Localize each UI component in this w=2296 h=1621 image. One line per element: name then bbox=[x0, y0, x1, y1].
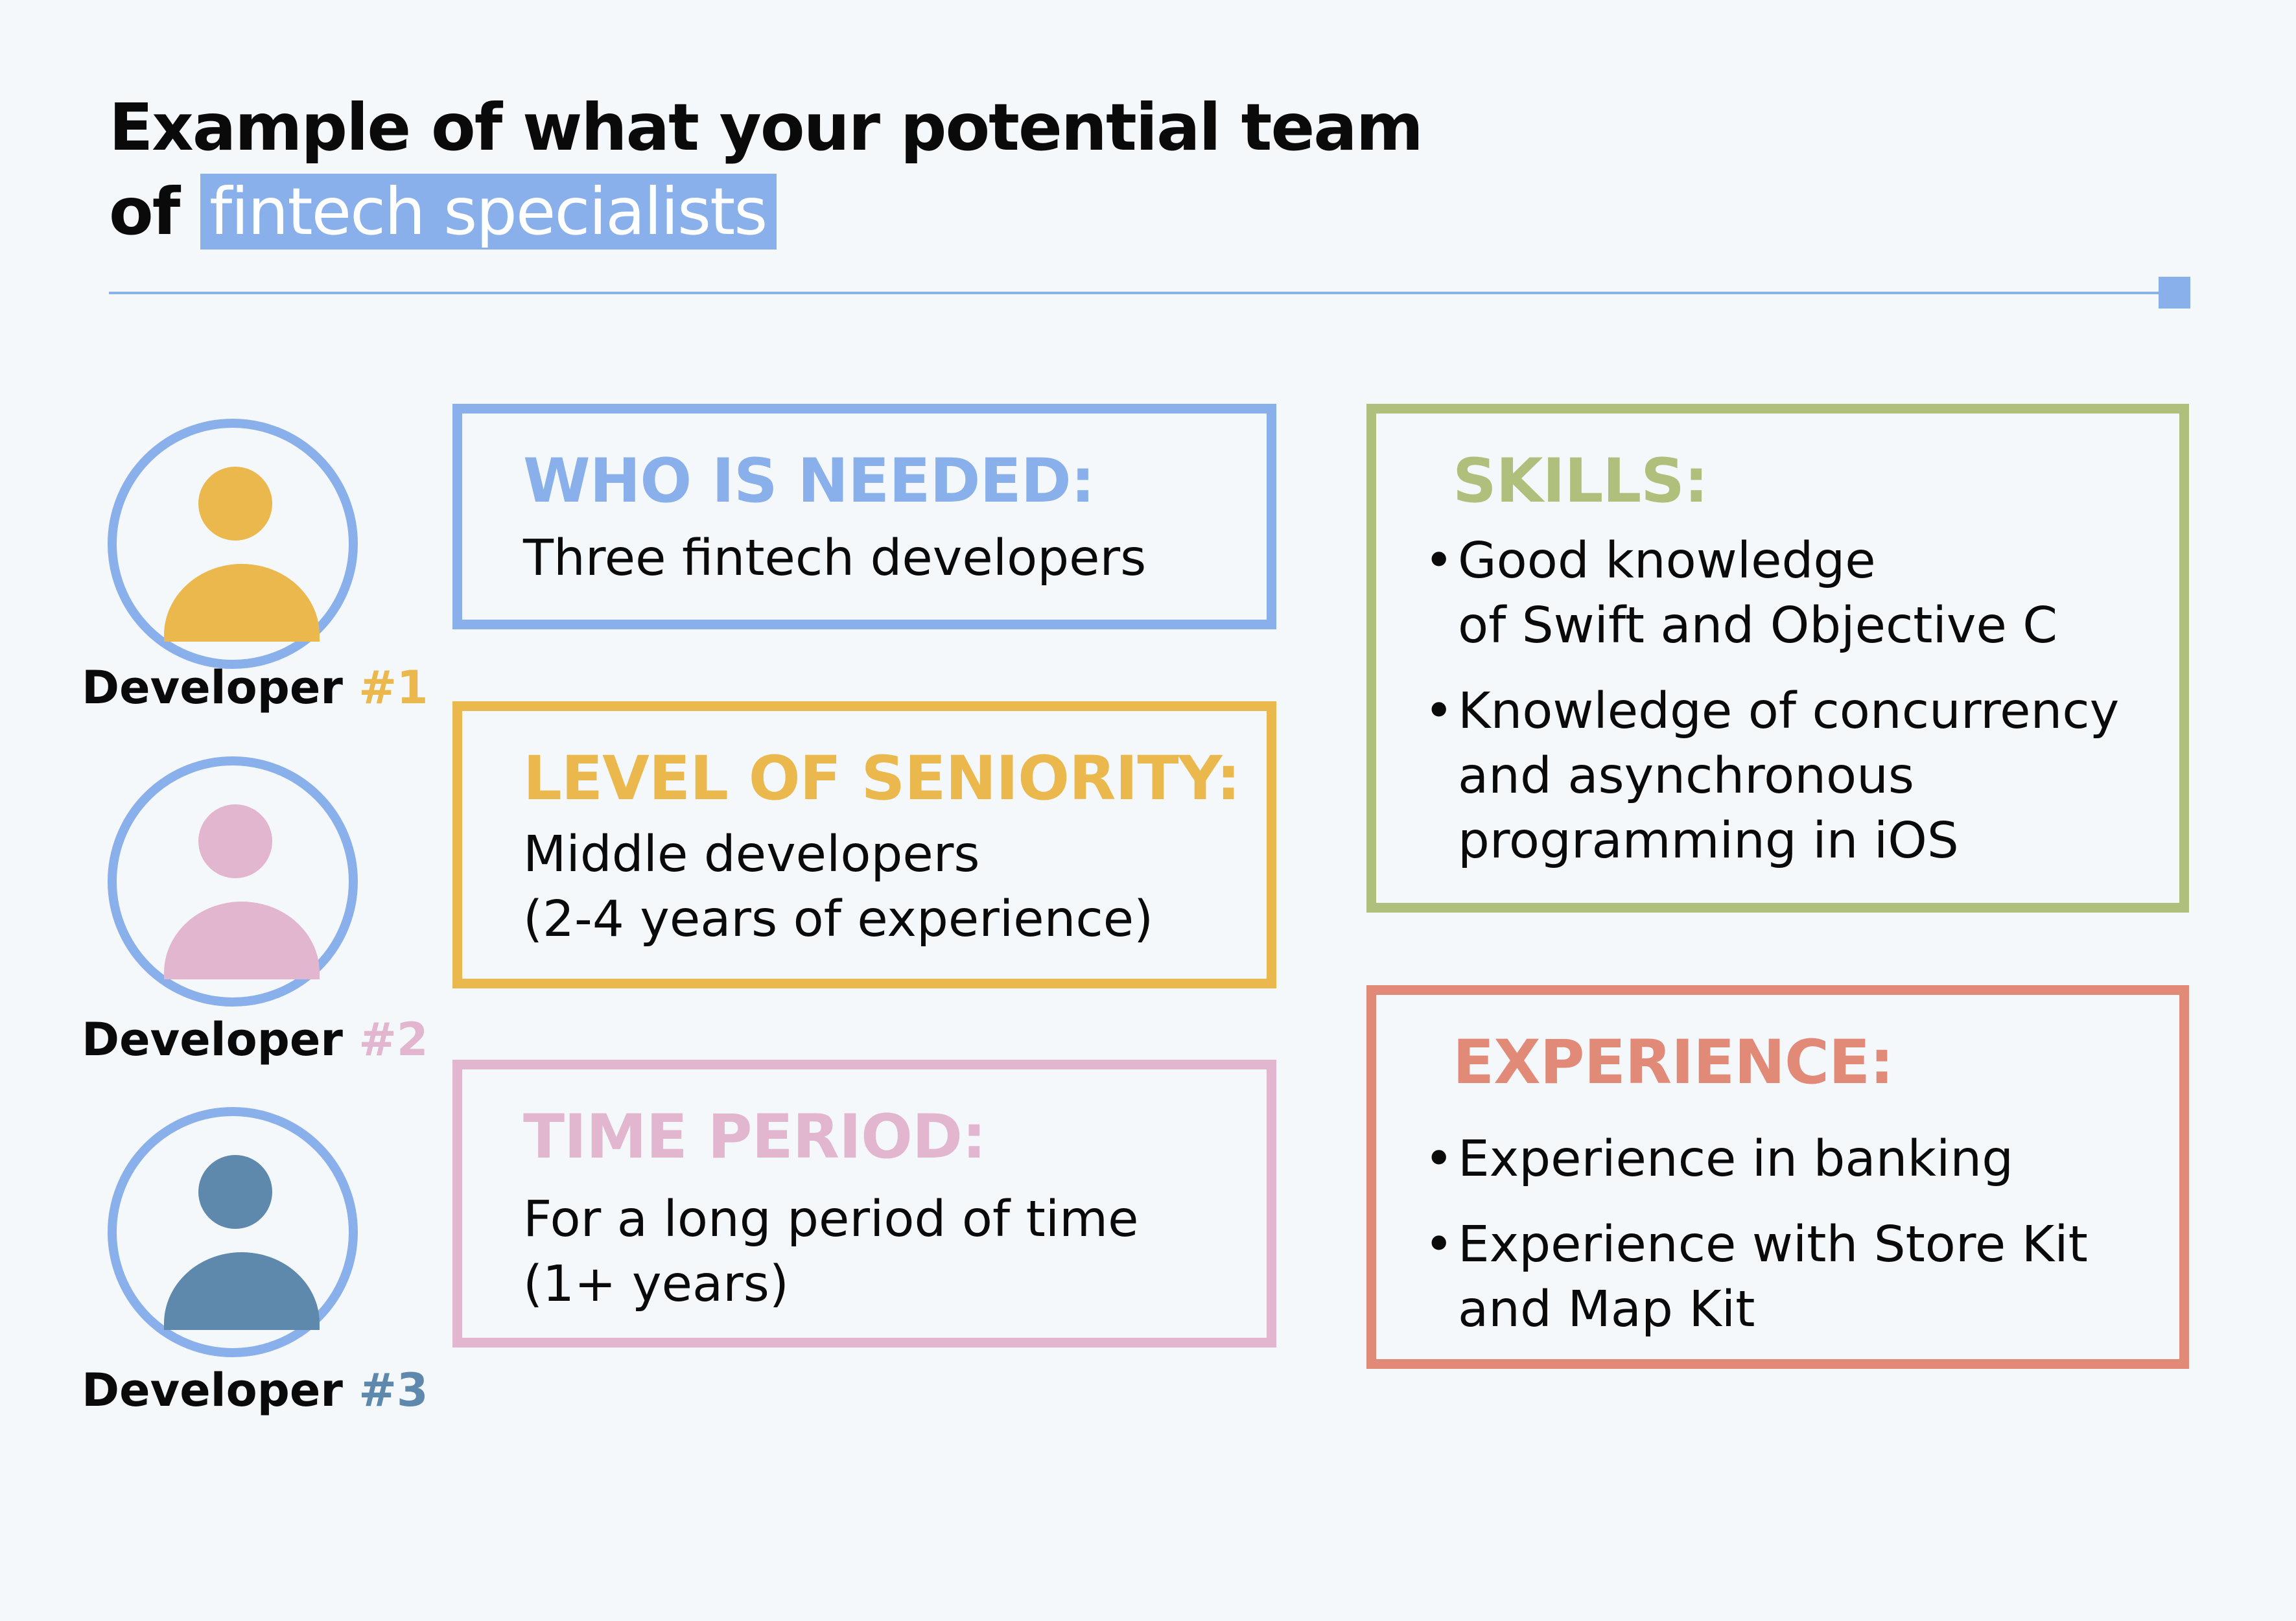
seniority-card: LEVEL OF SENIORITY: Middle developers (2… bbox=[452, 701, 1276, 988]
title-line-1: Example of what your potential team bbox=[109, 89, 1423, 165]
card-heading: TIME PERIOD: bbox=[523, 1102, 987, 1172]
card-text-line: For a long period of time bbox=[523, 1191, 1139, 1248]
developer-label-text: Developer bbox=[82, 1013, 343, 1066]
page-title: Example of what your potential team of f… bbox=[109, 86, 1423, 254]
list-item-line: programming in iOS bbox=[1458, 812, 1959, 870]
developer-number: #3 bbox=[358, 1364, 428, 1417]
skills-card: SKILLS: Good knowledge of Swift and Obje… bbox=[1366, 404, 2189, 913]
title-highlight: fintech specialists bbox=[200, 174, 777, 250]
person-icon-body bbox=[164, 902, 320, 979]
time-period-card: TIME PERIOD: For a long period of time (… bbox=[452, 1060, 1276, 1347]
list-item-line: Knowledge of concurrency bbox=[1458, 682, 2120, 740]
list-item-line: of Swift and Objective C bbox=[1458, 597, 2058, 655]
card-text: Three fintech developers bbox=[523, 530, 1147, 587]
developer-2-label: Developer #2 bbox=[82, 1013, 428, 1066]
card-text-line: Middle developers bbox=[523, 826, 980, 883]
person-icon-body bbox=[164, 1252, 320, 1330]
card-heading: EXPERIENCE: bbox=[1453, 1027, 1894, 1098]
person-icon-head bbox=[198, 1155, 272, 1229]
list-item-line: Experience with Store Kit bbox=[1458, 1216, 2088, 1274]
list-item: Good knowledge of Swift and Objective C bbox=[1424, 529, 2179, 659]
list-item-line: and Map Kit bbox=[1458, 1281, 1755, 1338]
card-heading: SKILLS: bbox=[1453, 446, 1709, 517]
developer-label-text: Developer bbox=[82, 661, 343, 714]
title-divider bbox=[109, 292, 2164, 294]
list-item-line: Experience in banking bbox=[1458, 1130, 2014, 1188]
list-item: Experience in banking bbox=[1424, 1127, 2179, 1192]
developer-number: #1 bbox=[358, 661, 428, 714]
card-heading: LEVEL OF SENIORITY: bbox=[523, 743, 1241, 814]
developer-3-label: Developer #3 bbox=[82, 1364, 428, 1417]
person-icon-head bbox=[198, 804, 272, 878]
skills-list: Good knowledge of Swift and Objective C … bbox=[1424, 529, 2179, 874]
who-is-needed-card: WHO IS NEEDED: Three fintech developers bbox=[452, 404, 1276, 629]
person-icon-head bbox=[198, 467, 272, 541]
title-prefix: of bbox=[109, 174, 180, 250]
developer-3-avatar bbox=[108, 1107, 358, 1357]
list-item-line: and asynchronous bbox=[1458, 747, 1915, 805]
card-text-line: (1+ years) bbox=[523, 1255, 789, 1313]
list-item: Experience with Store Kit and Map Kit bbox=[1424, 1213, 2179, 1342]
person-icon-body bbox=[164, 564, 320, 642]
developer-label-text: Developer bbox=[82, 1364, 343, 1417]
list-item: Knowledge of concurrency and asynchronou… bbox=[1424, 679, 2179, 874]
experience-list: Experience in banking Experience with St… bbox=[1424, 1127, 2179, 1342]
experience-card: EXPERIENCE: Experience in banking Experi… bbox=[1366, 985, 2189, 1369]
card-heading: WHO IS NEEDED: bbox=[523, 446, 1095, 517]
list-item-line: Good knowledge bbox=[1458, 532, 1876, 590]
developer-1-avatar bbox=[108, 419, 358, 669]
developer-number: #2 bbox=[358, 1013, 428, 1066]
card-text-line: (2-4 years of experience) bbox=[523, 891, 1154, 948]
developer-2-avatar bbox=[108, 756, 358, 1007]
divider-end-square bbox=[2159, 277, 2190, 309]
developer-1-label: Developer #1 bbox=[82, 661, 428, 714]
title-line-2: of fintech specialists bbox=[109, 170, 1422, 254]
